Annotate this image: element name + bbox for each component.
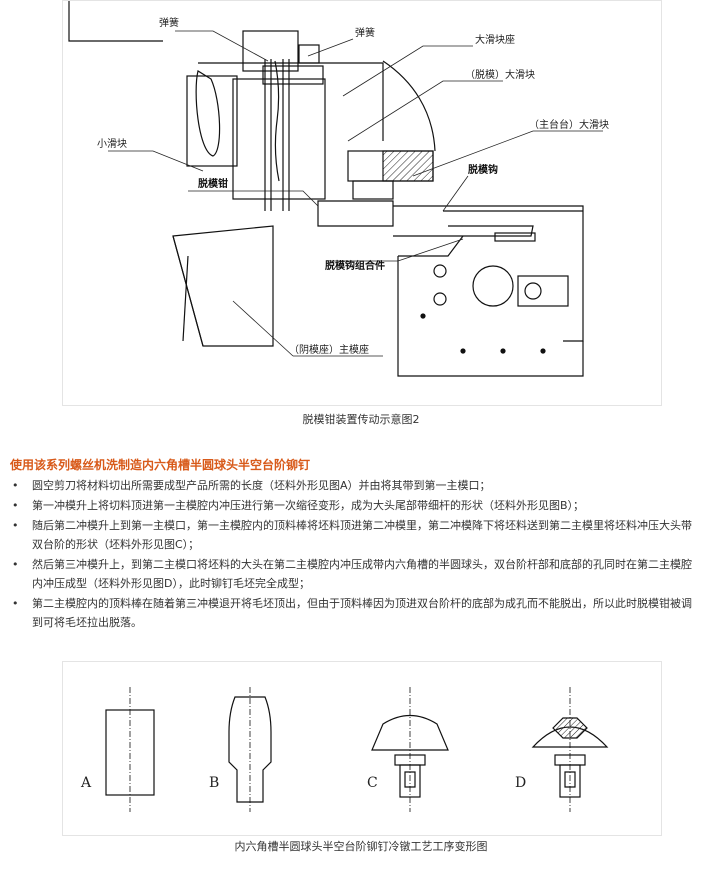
mechanism-drawing: 弹簧 弹簧 大滑块座 （脱模）大滑块 （主台台）大滑块 小滑块 脱模钳 脱模钩 …	[68, 1, 609, 377]
article-heading: 使用该系列螺丝机洗制造内六角槽半圆球头半空台阶铆钉	[10, 458, 311, 472]
bullet-glyph: •	[12, 479, 19, 492]
label-ejector-big-slider: （脱模）大滑块	[465, 68, 535, 81]
label-ejector-pliers: 脱模钳	[198, 177, 228, 190]
mechanism-diagram: 弹簧 弹簧 大滑块座 （脱模）大滑块 （主台台）大滑块 小滑块 脱模钳 脱模钩 …	[62, 0, 662, 406]
figure1-caption: 脱模钳装置传动示意图2	[302, 413, 420, 426]
figure2-caption: 内六角槽半圆球头半空台阶铆钉冷镦工艺工序变形图	[234, 840, 488, 853]
bullet-glyph: •	[12, 597, 19, 610]
bullet-glyph: •	[12, 499, 19, 512]
stage-a-billet	[105, 709, 155, 796]
label-ejector-hook-assembly: 脱模钩组合件	[325, 259, 385, 272]
stage-label-d: D	[515, 775, 526, 791]
paragraph-text: 第二主模腔内的顶料棒在随着第三冲模退开将毛坯顶出，但由于顶料棒因为顶进双台阶杆的…	[32, 597, 692, 629]
article-bullet-list: • 圆空剪刀将材料切出所需要成型产品所需的长度（坯料外形见图A）并由将其带到第一主…	[10, 476, 700, 633]
process-stages-diagram: A B C D	[62, 661, 662, 836]
bullet-glyph: •	[12, 519, 19, 532]
list-item: • 然后第三冲模升上，到第二主模口将坯料的大头在第二主模腔内冲压成带内六角槽的半圆…	[10, 555, 700, 593]
label-main-table-big-slider: （主台台）大滑块	[529, 118, 609, 131]
process-stages-drawing: A B C D	[80, 687, 609, 812]
stage-label-c: C	[367, 775, 378, 791]
stage-label-b: B	[209, 775, 219, 791]
bullet-glyph: •	[12, 558, 19, 571]
list-item: • 第一冲模升上将切料顶进第一主模腔内冲压进行第一次缩径变形，成为大头尾部带细杆的…	[10, 496, 700, 515]
label-main-die-seat: （阴模座）主模座	[289, 343, 369, 356]
list-item: • 随后第二冲模升上到第一主模口，第一主模腔内的顶料棒将坯料顶进第二冲模里，第二冲…	[10, 516, 700, 554]
label-ejector-hook: 脱模钩	[468, 163, 498, 176]
paragraph-text: 随后第二冲模升上到第一主模口，第一主模腔内的顶料棒将坯料顶进第二冲模里，第二冲模…	[32, 519, 692, 551]
stage-label-a: A	[80, 775, 92, 791]
label-spring-right: 弹簧	[355, 26, 375, 39]
paragraph-text: 然后第三冲模升上，到第二主模口将坯料的大头在第二主模腔内冲压成带内六角槽的半圆球…	[32, 558, 692, 590]
label-spring-left: 弹簧	[159, 16, 179, 29]
label-small-slider: 小滑块	[97, 138, 127, 150]
list-item: • 第二主模腔内的顶料棒在随着第三冲模退开将毛坯顶出，但由于顶料棒因为顶进双台阶杆…	[10, 594, 700, 632]
paragraph-text: 圆空剪刀将材料切出所需要成型产品所需的长度（坯料外形见图A）并由将其带到第一主模…	[32, 479, 491, 492]
label-big-slider-seat: 大滑块座	[475, 33, 515, 46]
list-item: • 圆空剪刀将材料切出所需要成型产品所需的长度（坯料外形见图A）并由将其带到第一主…	[10, 476, 700, 495]
paragraph-text: 第一冲模升上将切料顶进第一主模腔内冲压进行第一次缩径变形，成为大头尾部带细杆的形…	[32, 499, 585, 512]
stage-c-head	[371, 714, 449, 751]
stage-b-blank	[228, 696, 272, 803]
